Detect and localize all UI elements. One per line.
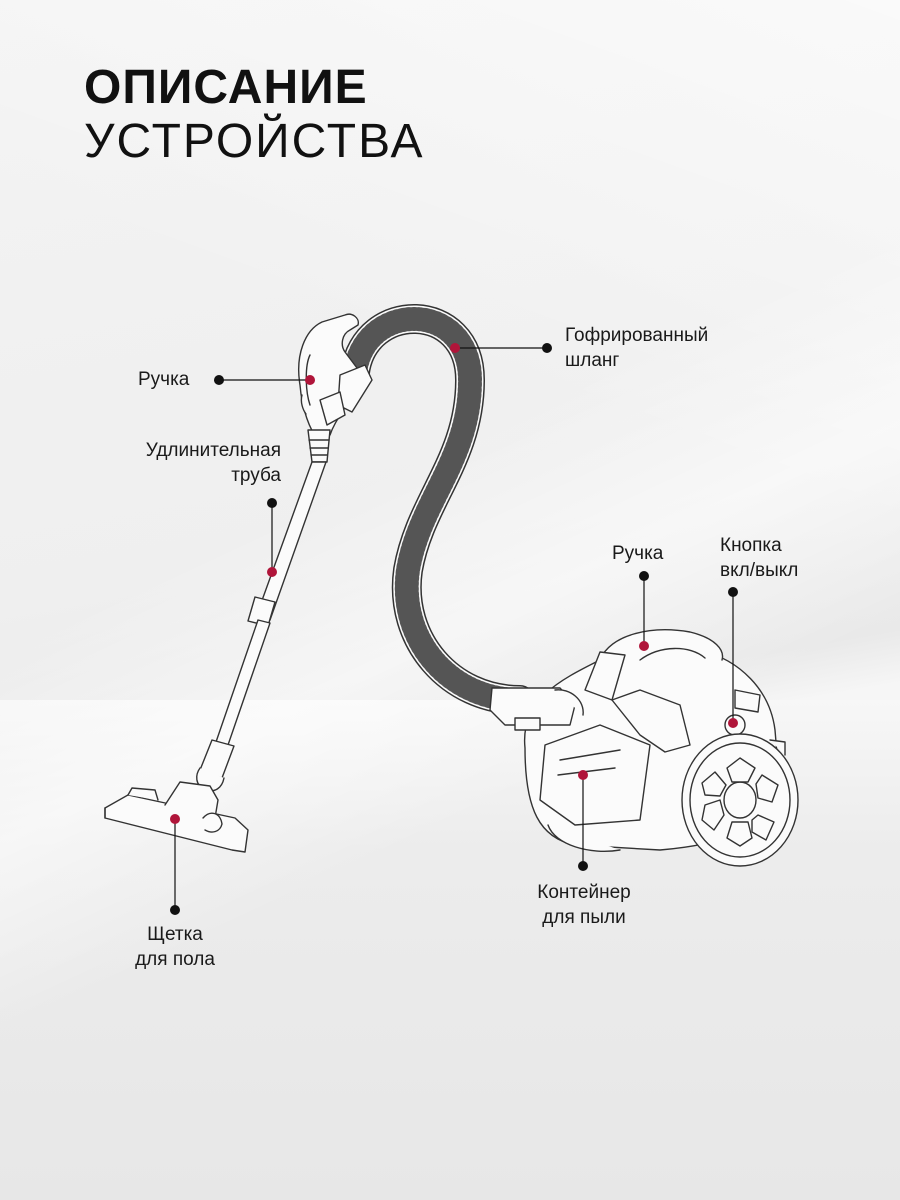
label-tube-line2: труба bbox=[231, 465, 281, 486]
hose-drawing bbox=[340, 304, 535, 715]
dot-handle-body-point bbox=[639, 641, 649, 651]
callout-leaders bbox=[170, 343, 738, 915]
label-brush-line1: Щетка bbox=[147, 924, 203, 945]
label-handle-body-text: Ручка bbox=[612, 543, 664, 564]
dot-tube-point bbox=[267, 567, 277, 577]
dot-tube-end bbox=[267, 498, 277, 508]
label-handle-wand: Ручка bbox=[138, 367, 189, 392]
dot-hose-end bbox=[542, 343, 552, 353]
label-hose: Гофрированный шланг bbox=[565, 323, 708, 373]
dot-handle-wand-point bbox=[305, 375, 315, 385]
page-title-line2: УСТРОЙСТВА bbox=[84, 115, 425, 168]
label-hose-line2: шланг bbox=[565, 350, 620, 371]
dot-brush-end bbox=[170, 905, 180, 915]
label-brush: Щетка для пола bbox=[105, 922, 245, 972]
dot-container-end bbox=[578, 861, 588, 871]
label-container: Контейнер для пыли bbox=[504, 880, 664, 930]
dot-handle-wand-end bbox=[214, 375, 224, 385]
label-handle-body: Ручка bbox=[612, 541, 663, 566]
canister-body-drawing bbox=[523, 629, 786, 852]
dot-button-end bbox=[728, 587, 738, 597]
label-hose-line1: Гофрированный bbox=[565, 325, 709, 346]
hose-inlet-drawing bbox=[489, 687, 584, 731]
label-button-line1: Кнопка bbox=[720, 535, 782, 556]
page-title-line1: ОПИСАНИЕ bbox=[84, 61, 368, 114]
label-brush-line2: для пола bbox=[135, 949, 215, 970]
label-button: Кнопка вкл/выкл bbox=[720, 533, 798, 583]
extension-tube-drawing bbox=[196, 461, 327, 792]
label-tube-line1: Удлинительная bbox=[145, 440, 281, 461]
wheel-drawing bbox=[681, 733, 799, 867]
label-container-line2: для пыли bbox=[542, 907, 626, 928]
dot-handle-body-end bbox=[639, 571, 649, 581]
dot-hose-point bbox=[450, 343, 460, 353]
dot-button-point bbox=[728, 718, 738, 728]
dot-container-point bbox=[578, 770, 588, 780]
label-handle-wand-text: Ручка bbox=[138, 369, 190, 390]
label-container-line1: Контейнер bbox=[537, 882, 631, 903]
label-button-line2: вкл/выкл bbox=[720, 560, 799, 581]
hose-connector-drawing bbox=[307, 429, 331, 463]
dot-brush-point bbox=[170, 814, 180, 824]
label-tube: Удлинительная труба bbox=[111, 438, 281, 488]
